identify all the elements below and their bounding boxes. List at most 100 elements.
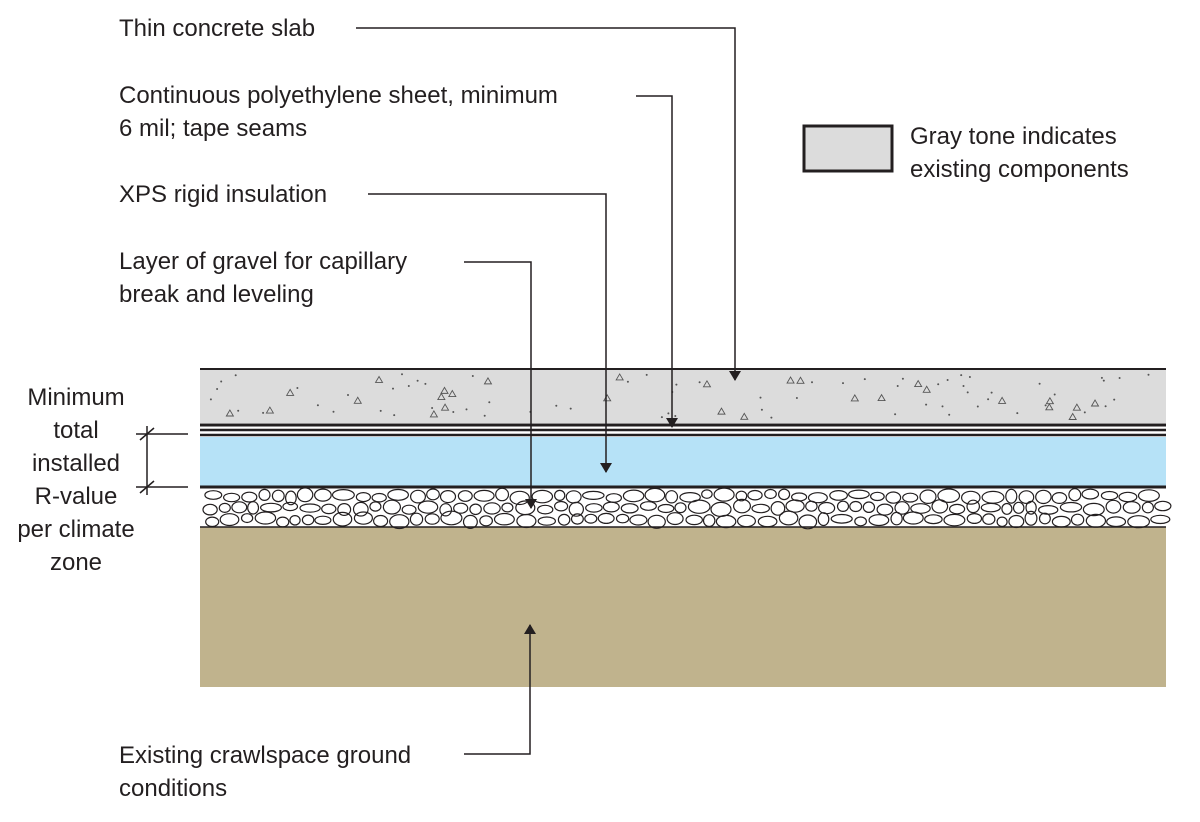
gravel-stone [584,513,598,524]
concrete-speck [946,379,949,381]
gravel-stone [557,513,571,526]
concrete-speck [1044,404,1047,407]
gravel-stone [271,489,285,503]
gravel-stone [289,514,301,526]
concrete-aggregate [437,392,446,400]
gravel-stone [948,503,966,515]
gravel-stone [1035,489,1052,505]
concrete-aggregate [225,409,235,417]
concrete-speck [1102,379,1105,382]
gravel-stone [285,490,297,506]
gravel-stone [314,488,332,502]
label-line: break and leveling [119,281,314,308]
concrete-speck [488,401,491,404]
gravel-stone [493,512,515,526]
concrete-aggregate [429,410,439,418]
gravel-stone [254,511,277,525]
concrete-aggregate [717,407,726,415]
label-line: per climate [17,516,135,543]
gravel-stone [1025,500,1037,515]
gravel-stone [890,511,903,526]
concrete-speck [1118,377,1121,379]
gravel-stone [585,503,603,513]
gravel-stone [1122,501,1141,514]
label-gravel-layer: Layer of gravel for capillary break and … [119,245,407,311]
gravel-stone [331,489,355,501]
gravel-stone [764,488,777,500]
gravel-stone [1012,501,1025,514]
gravel-stone [902,492,919,503]
gravel-stone [568,501,585,517]
slab-leader [356,27,741,381]
rvalue-dimension [136,426,188,495]
concrete-speck [452,411,455,413]
concrete-speck [316,404,319,407]
concrete-speck [1053,393,1056,396]
concrete-aggregate [850,394,860,402]
gravel-stone [299,503,321,513]
gravel-stone [687,499,711,514]
gravel-stone [679,491,701,503]
concrete-speck [645,373,648,376]
concrete-aggregate [877,393,886,402]
gravel-stone [1082,502,1105,517]
concrete-speck [901,377,904,380]
concrete-aggregate [913,379,923,388]
gravel-stone [353,511,373,525]
gravel-stone [854,516,867,527]
concrete-speck [990,391,993,394]
gravel-stone [337,503,352,517]
concrete-aggregate [786,376,795,384]
gravel-stone [1038,512,1051,525]
gravel-stone [798,514,818,530]
concrete-aggregate [440,403,450,411]
gravel-stone [457,490,473,502]
gravel-stone [355,492,371,503]
gravel-stone [647,514,666,529]
gravel-stone [218,502,231,513]
gravel-stone [1070,513,1085,526]
concrete-slab-layer [200,368,1166,423]
gravel-stone [260,502,283,513]
label-line: installed [31,450,121,477]
gravel-stone [440,510,463,526]
concrete-aggregate [265,406,275,414]
gravel-stone [597,512,615,525]
label-rvalue-dimension: Minimum total installed R-value per clim… [0,381,152,579]
concrete-speck [555,404,558,407]
gravel-stone [919,489,937,504]
concrete-speck [968,376,971,378]
concrete-speck [1113,398,1116,401]
gravel-stone [629,514,648,526]
gravel-stone [509,490,530,506]
gravel-stone [777,488,791,501]
gravel-stone [685,514,703,526]
gravel-stone [666,512,684,526]
gravel-stone [937,488,961,503]
gravel-stone [1100,490,1119,501]
gravel-stone [639,501,657,511]
concrete-speck [392,387,394,390]
gravel-stone [1081,488,1100,500]
leader-lines [356,27,741,755]
gravel-stone [751,503,770,514]
concrete-aggregate [615,373,624,381]
gravel-stone [830,513,853,524]
concrete-speck [925,403,928,406]
gravel-stone [473,489,495,502]
gravel-stone [469,503,482,516]
gravel-stone [615,513,630,524]
concrete-aggregate [922,385,931,393]
concrete-speck [1104,405,1107,408]
gravel-stone [1105,499,1122,514]
gravel-stone [219,513,240,527]
gravel-stone [553,500,569,512]
gravel-stone [829,490,848,501]
xps-insulation-layer [200,437,1166,487]
gravel-stone [369,501,382,512]
gravel-stone [1068,488,1082,502]
gravel-stone [657,503,675,514]
legend-line: existing components [910,156,1129,183]
concrete-speck [209,398,212,401]
